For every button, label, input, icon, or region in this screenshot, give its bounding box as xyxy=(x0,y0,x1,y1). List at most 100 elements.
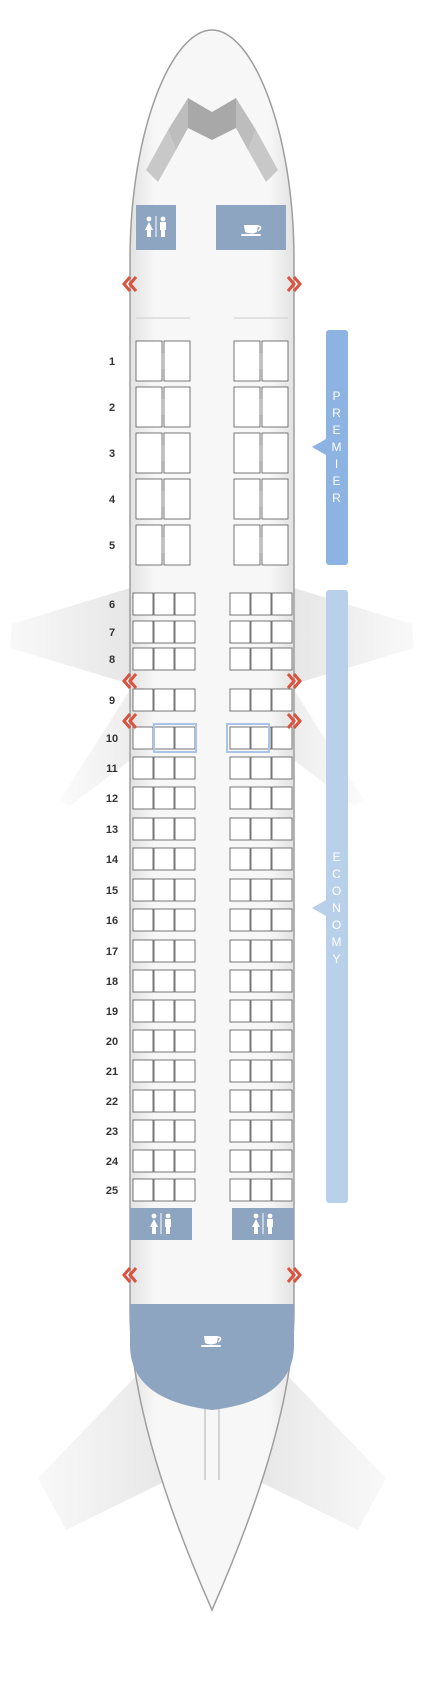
seat xyxy=(250,1149,272,1173)
seat xyxy=(271,847,293,871)
seat-row: 5 xyxy=(109,524,289,566)
exit-chevron-icon xyxy=(122,1267,138,1283)
premier-band-letter: E xyxy=(332,423,341,437)
seat xyxy=(174,756,196,780)
seat xyxy=(153,592,175,616)
rear-galley xyxy=(130,1304,294,1410)
exit-chevron xyxy=(286,713,296,729)
seat-row: 13 xyxy=(106,817,293,841)
exit-chevron xyxy=(122,673,132,689)
seat xyxy=(250,688,272,712)
seat xyxy=(174,1089,196,1113)
seat xyxy=(132,647,154,671)
seat xyxy=(174,1178,196,1202)
exit-chevron xyxy=(122,1267,132,1283)
seat xyxy=(271,726,293,750)
seat xyxy=(250,1029,272,1053)
row-number: 19 xyxy=(106,1006,118,1018)
seat xyxy=(132,1119,154,1143)
seat xyxy=(132,847,154,871)
economy-band-letter: O xyxy=(332,884,342,898)
seat xyxy=(163,524,191,566)
seat-row: 6 xyxy=(109,592,293,616)
row-number: 5 xyxy=(109,540,115,552)
seat xyxy=(250,939,272,963)
exit-row-highlight-right xyxy=(226,723,270,753)
seat xyxy=(135,386,163,428)
seat xyxy=(174,1119,196,1143)
exit-chevron-icon xyxy=(122,673,138,689)
seat xyxy=(261,524,289,566)
seat xyxy=(250,592,272,616)
seat xyxy=(229,1059,251,1083)
row-number: 23 xyxy=(106,1126,118,1138)
seat xyxy=(132,1029,154,1053)
seat xyxy=(233,432,261,474)
seat xyxy=(153,726,175,750)
seat-row: 3 xyxy=(109,432,289,474)
seat xyxy=(261,432,289,474)
seat xyxy=(163,478,191,520)
premier-band-letter: I xyxy=(335,457,339,471)
seat-row: 18 xyxy=(106,969,293,993)
exit-chevron-icon xyxy=(122,713,138,729)
seat xyxy=(229,878,251,902)
economy-band-letter: M xyxy=(332,935,343,949)
seat xyxy=(153,786,175,810)
exit-chevron xyxy=(128,713,138,729)
left-wing-root xyxy=(60,690,130,806)
seat xyxy=(174,908,196,932)
seat xyxy=(271,786,293,810)
seat xyxy=(229,756,251,780)
seat-row: 19 xyxy=(106,999,293,1023)
seat xyxy=(250,847,272,871)
seat xyxy=(229,647,251,671)
cup-handle xyxy=(217,1336,222,1343)
seat xyxy=(229,1089,251,1113)
exit-chevron xyxy=(122,713,132,729)
seat xyxy=(250,1089,272,1113)
seat xyxy=(174,1059,196,1083)
lavatory-man-legs xyxy=(166,1227,170,1234)
seat xyxy=(174,939,196,963)
seat xyxy=(271,620,293,644)
lavatory-man-body xyxy=(160,222,166,230)
row-number: 8 xyxy=(109,654,115,666)
seat xyxy=(261,386,289,428)
lavatory-woman-head xyxy=(146,216,152,222)
lavatory-woman-body xyxy=(252,1219,260,1227)
seat xyxy=(153,908,175,932)
seat xyxy=(174,620,196,644)
seat-row: 12 xyxy=(106,786,293,810)
seat xyxy=(229,939,251,963)
seat xyxy=(153,939,175,963)
economy-band-letter: O xyxy=(332,918,342,932)
front-lavatory xyxy=(136,205,176,250)
seat xyxy=(271,908,293,932)
seat xyxy=(229,817,251,841)
seat xyxy=(229,1149,251,1173)
seat xyxy=(250,756,272,780)
seat xyxy=(153,1178,175,1202)
left-stabilizer xyxy=(38,1372,172,1530)
right-stabilizer xyxy=(252,1372,386,1530)
seat-row: 22 xyxy=(106,1089,293,1113)
seat xyxy=(174,1029,196,1053)
seat xyxy=(132,592,154,616)
cup-saucer xyxy=(201,1345,221,1347)
seat xyxy=(132,878,154,902)
seat xyxy=(271,592,293,616)
seat-row: 7 xyxy=(109,620,293,644)
seat-row: 10 xyxy=(106,726,293,750)
rear-lavatory-left xyxy=(130,1208,192,1240)
lavatory-woman-legs xyxy=(254,1227,258,1234)
exit-chevron xyxy=(128,1267,138,1283)
row-number: 15 xyxy=(106,885,118,897)
lavatory-icon xyxy=(150,1213,171,1234)
exit-chevron-icon xyxy=(286,713,302,729)
row-number: 1 xyxy=(109,356,115,368)
exit-chevron xyxy=(292,1267,302,1283)
lavatory-man-head xyxy=(165,1213,171,1219)
seat xyxy=(132,969,154,993)
